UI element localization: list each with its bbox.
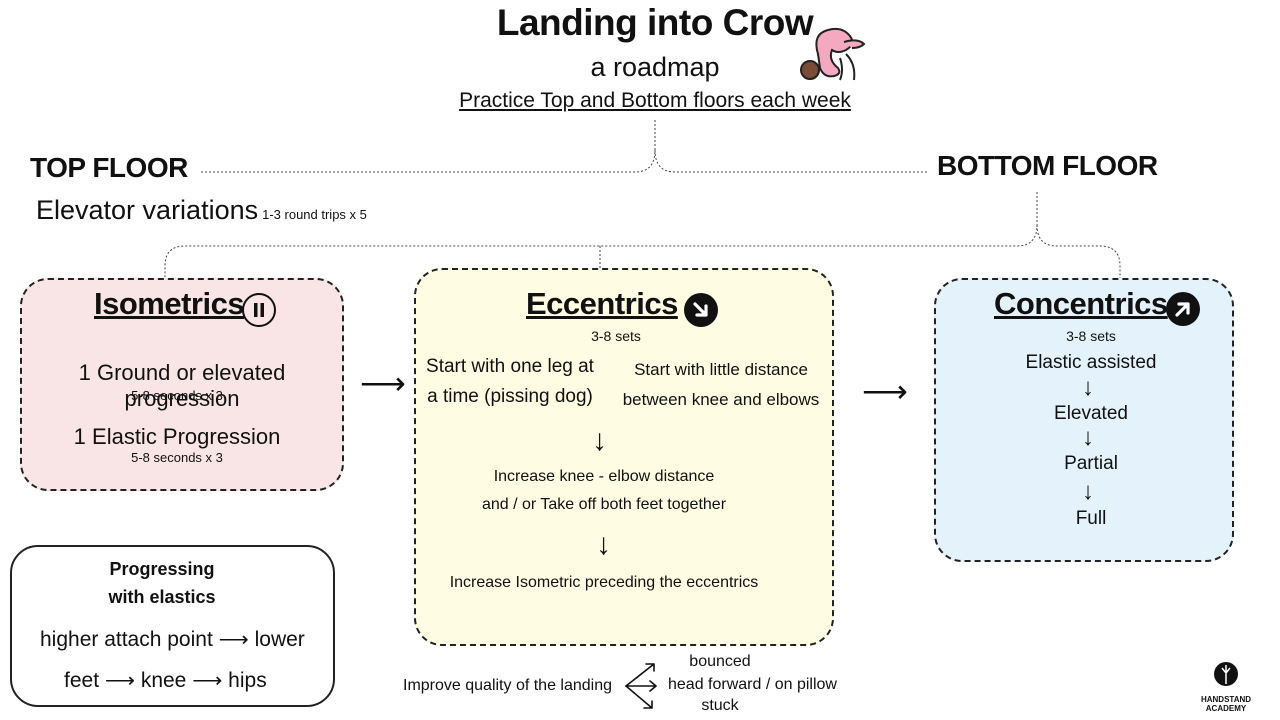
isometrics-item-2: 1 Elastic Progression: [73, 424, 281, 449]
concentrics-title: Concentrics: [994, 286, 1168, 321]
branch-arrows-icon: [625, 663, 657, 709]
progressing-line-2-b: knee: [140, 669, 187, 692]
arrow-right-icon: ⟶: [862, 373, 908, 409]
arrow-right-icon: ⟶: [360, 365, 406, 401]
isometrics-item-1: 1 Ground or elevated progression: [78, 360, 286, 411]
pause-icon: [242, 293, 276, 327]
arrow-down-icon: ↓: [596, 528, 611, 561]
page-subtitle: a roadmap: [590, 52, 720, 82]
eccentrics-left-line-1: Start with one leg at: [426, 356, 594, 377]
landing-option: stuck: [701, 697, 739, 714]
bottom-floor-label: BOTTOM FLOOR: [937, 150, 1158, 181]
progressing-line-1-a: higher attach point: [40, 628, 213, 651]
progressing-line-2-c: hips: [228, 669, 267, 692]
landing-option: bounced: [689, 653, 751, 670]
isometrics-item-1-detail: 5-8 seconds x 3: [131, 388, 223, 403]
eccentrics-title: Eccentrics: [526, 286, 678, 321]
handstand-academy-logo: HANDSTAND ACADEMY: [1196, 660, 1256, 713]
logo-mark-icon: [1214, 662, 1238, 686]
logo-text-line-1: HANDSTAND: [1200, 695, 1252, 704]
eccentrics-right-line-2: between knee and elbows: [622, 390, 820, 409]
arrow-down-icon: ↓: [1082, 478, 1094, 505]
progressing-line-1-b: lower: [254, 628, 305, 651]
isometrics-card: Isometrics 1 Ground or elevated progress…: [20, 278, 344, 491]
progressing-title-line-1: Progressing: [109, 559, 215, 579]
eccentrics-left-line-2: a time (pissing dog): [427, 386, 593, 407]
landing-option: head forward / on pillow: [668, 676, 837, 693]
arrow-right-icon: ⟶: [192, 669, 229, 692]
concentrics-step: Full: [1075, 508, 1107, 529]
eccentrics-step-2-line-1: Increase knee - elbow distance: [493, 468, 715, 485]
arrow-right-icon: ⟶: [218, 628, 255, 651]
crow-pose-illustration: [800, 27, 866, 81]
eccentrics-sets: 3-8 sets: [591, 328, 641, 344]
arrow-right-icon: ⟶: [104, 669, 141, 692]
concentrics-step: Partial: [1064, 453, 1118, 474]
landing-label: Improve quality of the landing: [403, 677, 613, 694]
top-floor-label: TOP FLOOR: [30, 152, 188, 183]
eccentrics-card: Eccentrics 3-8 sets Start with one leg a…: [414, 268, 834, 646]
arrow-down-right-icon: [684, 293, 718, 327]
isometrics-item-2-detail: 5-8 seconds x 3: [131, 450, 223, 465]
elevator-label: Elevator variations: [36, 195, 259, 225]
progressing-line-1: higher attach point ⟶ lower: [40, 627, 305, 652]
arrow-down-icon: ↓: [1082, 374, 1094, 401]
arrow-down-icon: ↓: [1082, 424, 1094, 451]
isometrics-title: Isometrics: [94, 286, 245, 321]
eccentrics-right-line-1: Start with little distance: [634, 360, 808, 379]
page-title: Landing into Crow: [496, 2, 814, 43]
concentrics-sets: 3-8 sets: [1066, 328, 1116, 344]
arrow-up-right-icon: [1166, 292, 1200, 326]
arrow-down-icon: ↓: [592, 424, 607, 457]
concentrics-step: Elastic assisted: [1025, 352, 1157, 373]
eccentrics-step-3: Increase Isometric preceding the eccentr…: [449, 574, 759, 591]
concentrics-step: Elevated: [1054, 403, 1128, 424]
logo-text-line-2: ACADEMY: [1205, 704, 1247, 713]
progressing-line-2-a: feet: [64, 669, 100, 692]
progressing-title-line-2: with elastics: [108, 587, 216, 607]
elevator-detail: 1-3 round trips x 5: [262, 207, 367, 222]
concentrics-card: Concentrics 3-8 sets Elastic assisted ↓ …: [934, 278, 1234, 562]
progressing-card: Progressing with elastics higher attach …: [10, 545, 335, 707]
guideline-text: Practice Top and Bottom floors each week: [459, 89, 851, 112]
progressing-line-2: feet ⟶ knee ⟶ hips: [64, 668, 267, 693]
eccentrics-step-2-line-2: and / or Take off both feet together: [481, 496, 727, 513]
